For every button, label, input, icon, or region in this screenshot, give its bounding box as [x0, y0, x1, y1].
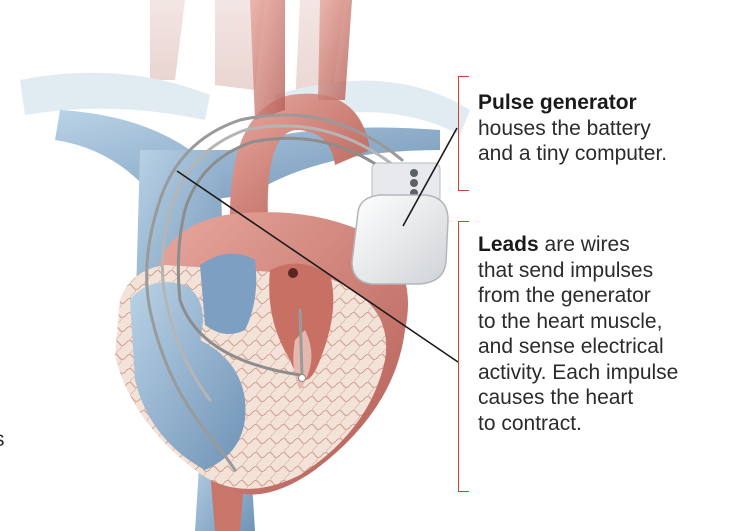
leads-line: to contract.	[478, 411, 678, 437]
pulse-generator-line: and a tiny computer.	[478, 141, 667, 167]
leads-line: to the heart muscle,	[478, 309, 678, 335]
leads-line: causes the heart	[478, 385, 678, 411]
leads-line: activity. Each impulse	[478, 360, 678, 386]
pulse-generator-bracket	[458, 76, 469, 191]
leads-first-line: are wires	[539, 233, 630, 256]
pulse-generator-callout: Pulse generator houses the battery and a…	[478, 90, 667, 167]
leads-title: Leads	[478, 233, 539, 256]
leads-bracket	[458, 221, 469, 492]
clipped-text-fragment: s	[0, 428, 5, 452]
leads-line: that send impulses	[478, 258, 678, 284]
pulse-generator-device	[352, 163, 448, 284]
pulse-generator-line: houses the battery	[478, 116, 667, 142]
leads-line: from the generator	[478, 283, 678, 309]
pulse-generator-title: Pulse generator	[478, 91, 637, 114]
leads-callout: Leads are wires that send impulses from …	[478, 232, 678, 436]
leads-line: and sense electrical	[478, 334, 678, 360]
